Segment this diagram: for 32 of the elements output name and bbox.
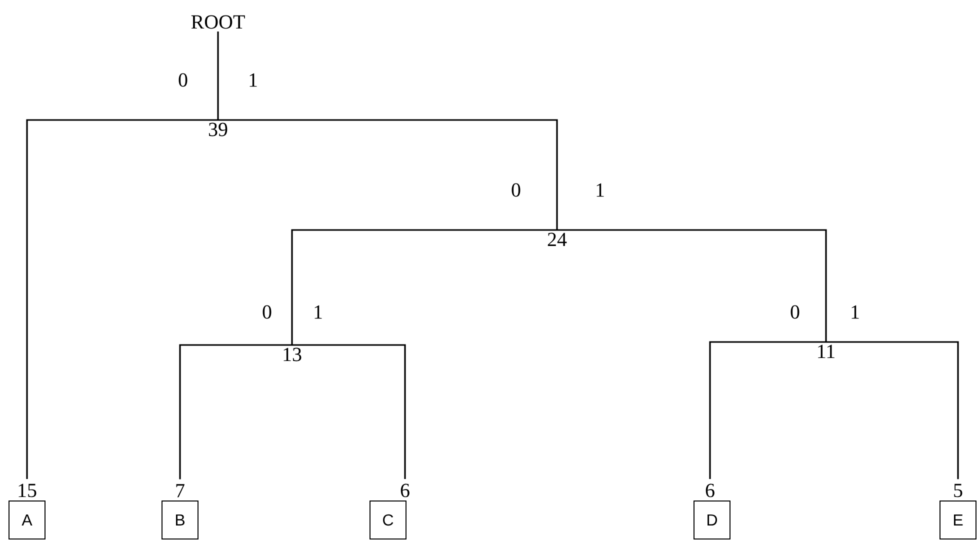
bit-label: 0	[262, 305, 272, 319]
bit-label: 0	[178, 73, 188, 87]
weight-label: 13	[284, 348, 302, 362]
bit-label: 0	[512, 183, 520, 197]
tree-branch	[292, 344, 406, 479]
weight-label: 39	[208, 122, 228, 136]
tree-branch	[218, 119, 558, 230]
weight-label: 7	[176, 484, 184, 498]
weight-label: 6	[400, 484, 410, 498]
weight-label: 15	[18, 484, 36, 498]
weight-label: 6	[706, 484, 714, 498]
bit-label: 1	[852, 305, 859, 319]
tree-branch	[217, 32, 219, 120]
leaf-box: D	[694, 500, 730, 540]
bit-label: 0	[790, 305, 800, 319]
bit-label: 1	[250, 73, 257, 87]
bit-label: 1	[596, 183, 604, 197]
tree-branch	[26, 119, 218, 479]
tree-branch	[826, 341, 959, 480]
bit-label: 1	[314, 305, 322, 319]
weight-label: 24	[548, 232, 567, 246]
tree-branch	[709, 341, 826, 479]
leaf-box: C	[370, 500, 406, 540]
leaf-box: E	[940, 500, 976, 540]
weight-label: 11	[818, 344, 834, 358]
tree-branch	[291, 229, 557, 345]
leaf-box: A	[8, 500, 46, 540]
leaf-box: B	[162, 500, 198, 540]
weight-label: 5	[954, 484, 962, 498]
tree-branch	[557, 229, 827, 342]
root-label: ROOT	[191, 15, 245, 29]
tree-branch	[179, 344, 292, 480]
